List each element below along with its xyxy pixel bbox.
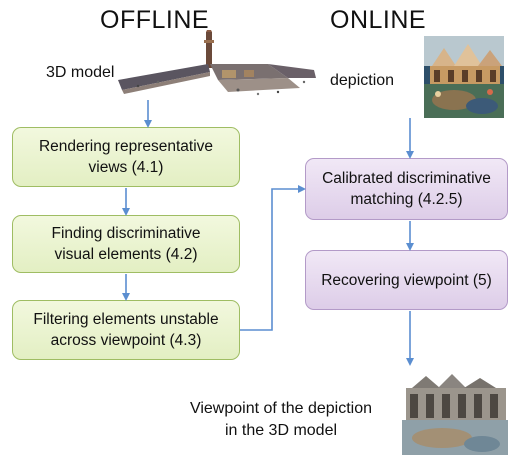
step-line: Recovering viewpoint (5): [321, 271, 492, 289]
offline-step-filtering: Filtering elements unstable across viewpo…: [12, 300, 240, 360]
painting-icon: [424, 36, 504, 118]
point-cloud-model-icon: [118, 30, 316, 96]
step-line: matching (4.2.5): [350, 191, 463, 208]
step-line: visual elements (4.2): [54, 246, 198, 263]
model-label: 3D model: [46, 64, 115, 81]
result-label: Viewpoint of the depiction in the 3D mod…: [174, 398, 388, 442]
offline-step-finding: Finding discriminative visual elements (4…: [12, 215, 240, 273]
step-line: across viewpoint (4.3): [50, 332, 202, 349]
online-step-recovering: Recovering viewpoint (5): [305, 250, 508, 310]
result-label-line: in the 3D model: [224, 422, 338, 439]
rendered-viewpoint-icon: [402, 368, 508, 455]
step-line: Filtering elements unstable: [33, 311, 219, 328]
step-line: Calibrated discriminative: [322, 170, 491, 187]
result-label-line: Viewpoint of the depiction: [189, 400, 373, 417]
online-heading: ONLINE: [330, 6, 427, 34]
depiction-label: depiction: [330, 72, 395, 89]
step-line: Finding discriminative: [51, 225, 201, 242]
arrow-filtering-to-matching: [240, 185, 306, 331]
offline-heading: OFFLINE: [100, 6, 210, 34]
step-line: Rendering representative: [38, 138, 214, 155]
offline-step-rendering: Rendering representative views (4.1): [12, 127, 240, 187]
step-line: views (4.1): [88, 159, 164, 176]
